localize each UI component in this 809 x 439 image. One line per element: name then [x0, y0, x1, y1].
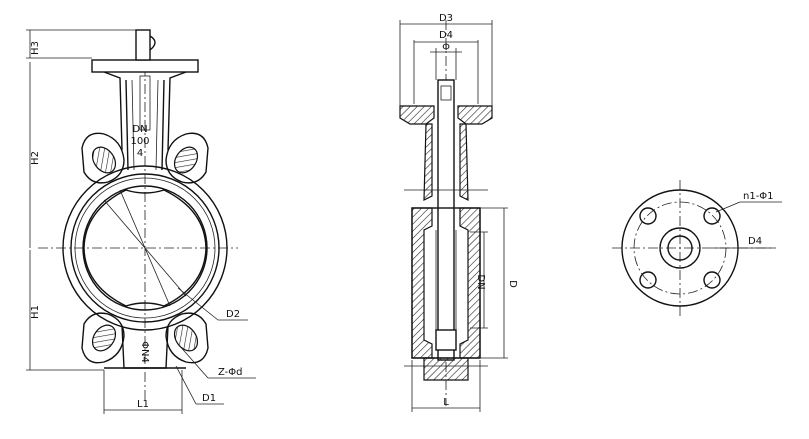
upper-right-lug-hole: [173, 146, 199, 174]
lower-right-lug-hole: [173, 324, 199, 352]
zphid-leader: [177, 343, 209, 379]
label-d4-flange: D4: [748, 236, 762, 247]
label-h2: H2: [30, 151, 41, 165]
label-d1: D1: [202, 393, 216, 404]
lower-left-lug-hole: [91, 324, 117, 352]
neck-inner: [125, 79, 165, 171]
stem-top: [135, 29, 151, 61]
side-stem-key: [440, 85, 452, 101]
label-phi: Φ: [442, 42, 450, 53]
n1-leader: [715, 201, 741, 213]
body-seat-ring: [82, 185, 208, 311]
upper-left-lug-hole: [91, 146, 117, 174]
body-outer-ring: [62, 165, 228, 331]
label-l: L: [443, 397, 449, 408]
label-l1: L1: [137, 399, 149, 410]
side-neck-left: [423, 123, 433, 201]
side-bottom-bush: [435, 329, 457, 351]
flange-hole-br: [703, 271, 721, 289]
flange-hub-inner: [667, 235, 693, 261]
body-ring-2: [70, 173, 220, 323]
d2-leader: [177, 287, 219, 321]
label-dn-4: 4: [137, 148, 143, 159]
label-dn-side: DN: [475, 274, 486, 289]
side-body-right-hatch: [459, 207, 481, 359]
label-d2: D2: [226, 309, 240, 320]
label-z-phi-d: Z-Φd: [218, 367, 243, 378]
d1-leader: [175, 365, 197, 405]
neck-inner2: [131, 79, 159, 171]
side-view: D3 D4 Φ DN: [399, 13, 518, 412]
side-body-left-hatch: [411, 207, 433, 359]
side-bottom-foot: [423, 357, 469, 381]
label-dn-100: 100: [130, 136, 149, 147]
label-h3: H3: [30, 41, 41, 55]
disc-diameter-line-2: [103, 199, 187, 297]
stem-key: [149, 35, 156, 51]
side-flange-right: [457, 105, 493, 125]
side-flange-left: [399, 105, 435, 125]
neck-outline: [103, 71, 187, 151]
label-n1-phi1: n1-Φ1: [743, 191, 774, 202]
side-stem: [437, 79, 455, 361]
label-d4-side: D4: [439, 30, 453, 41]
disc: [83, 189, 207, 307]
body-ring-3: [74, 177, 216, 319]
label-d: D: [507, 280, 518, 288]
flange-hole-tr: [703, 207, 721, 225]
front-view: H3 H2 H1 DN 100 4 ΦN4 D2 Z-Φd D1 L1: [26, 29, 256, 414]
side-neck-right: [459, 123, 469, 201]
label-dn: DN: [132, 124, 147, 135]
neck-stem: [139, 75, 151, 131]
flange-hub-outer: [659, 227, 701, 269]
flange-hole-bl: [639, 271, 657, 289]
label-d3: D3: [439, 13, 453, 24]
flange-hole-tl: [639, 207, 657, 225]
label-body-mark: ΦN4: [139, 341, 150, 363]
label-h1: H1: [30, 305, 41, 319]
flange-view: n1-Φ1 D4: [612, 180, 782, 316]
top-flange-plate: [91, 59, 199, 73]
